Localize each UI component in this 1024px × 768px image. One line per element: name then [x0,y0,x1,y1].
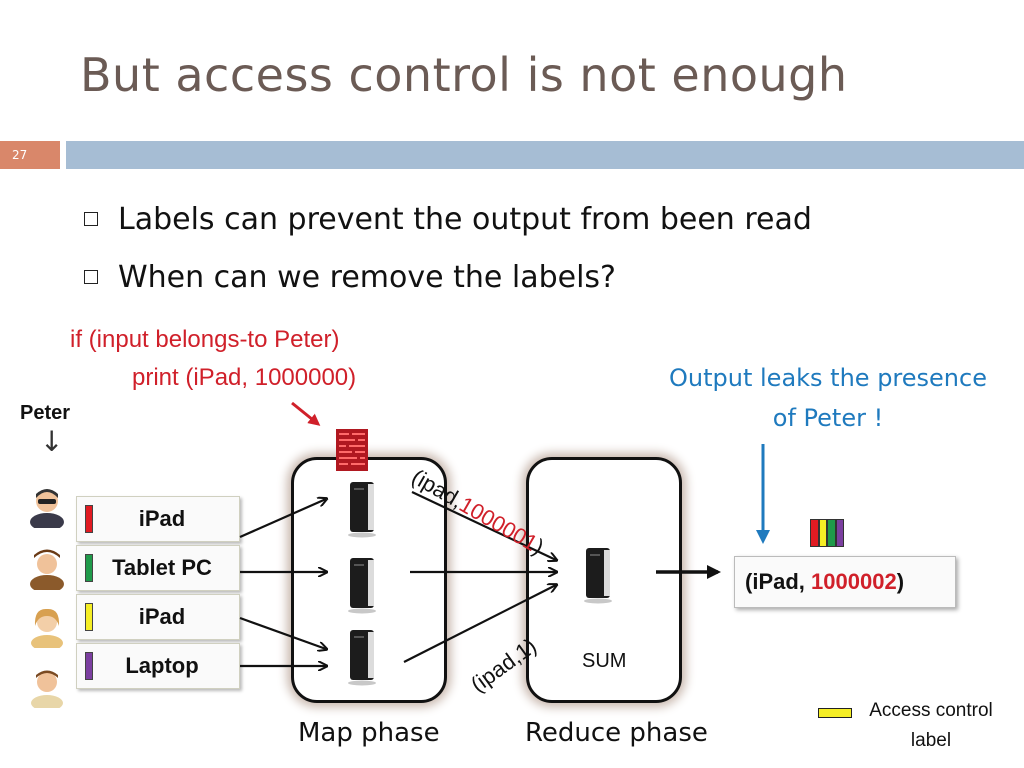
input-record-row: iPad [76,594,240,640]
bullet-text: Labels can prevent the output from been … [118,201,812,237]
output-prefix: (iPad, [745,569,805,594]
sum-label: SUM [582,650,627,672]
leak-note-line2: of Peter ! [772,404,884,432]
person-avatar-icon [30,489,64,528]
malicious-code-icon [336,429,368,471]
leak-note-line1: Output leaks the presence [669,364,987,392]
record-label: iPad [138,506,186,531]
record-label: Tablet PC [112,555,212,580]
map-phase-label: Map phase [298,718,440,748]
access-label-tag-icon [85,554,93,582]
server-icon [348,558,376,614]
code-line-condition: if (input belongs-to Peter) [70,326,340,353]
server-icon [348,630,376,686]
access-label-tag-icon [85,603,93,631]
person-avatar-icon [30,549,64,590]
down-arrow-icon: ↓ [40,425,64,458]
access-label-tag-icon [85,652,93,680]
peter-label: Peter [20,402,71,424]
legend-text: Access control label [869,700,993,751]
combined-label-tags-icon [810,519,844,547]
bullet-item: Labels can prevent the output from been … [82,190,812,248]
reduce-phase-label: Reduce phase [525,718,708,748]
person-avatar-icon [31,608,63,648]
record-label: iPad [138,604,186,629]
server-icon [584,548,612,604]
record-label: Laptop [125,653,199,678]
output-suffix: ) [896,569,905,594]
input-record-row: Tablet PC [76,545,240,591]
output-record: (iPad, 1000002) [734,556,956,608]
person-avatar-icon [31,670,63,708]
bullet-text: When can we remove the labels? [118,259,616,295]
title-divider-bar [66,141,1024,169]
arrow [239,499,326,539]
code-line-print: print (iPad, 1000000) [132,364,357,391]
arrow [239,616,326,649]
access-label-tag-icon [85,505,93,533]
bullet-list: Labels can prevent the output from been … [82,190,812,306]
output-value: 1000002 [811,569,897,594]
slide-number: 27 [0,141,60,169]
legend-label-swatch-icon [818,708,852,718]
server-icon [348,482,376,538]
square-bullet-icon [84,212,98,226]
bullet-item: When can we remove the labels? [82,248,812,306]
red-pointer-arrow [291,401,321,426]
slide-title: But access control is not enough [80,48,848,102]
input-record-row: Laptop [76,643,240,689]
arrow [411,491,556,560]
input-record-row: iPad [76,496,240,542]
arrow [403,585,556,663]
square-bullet-icon [84,270,98,284]
